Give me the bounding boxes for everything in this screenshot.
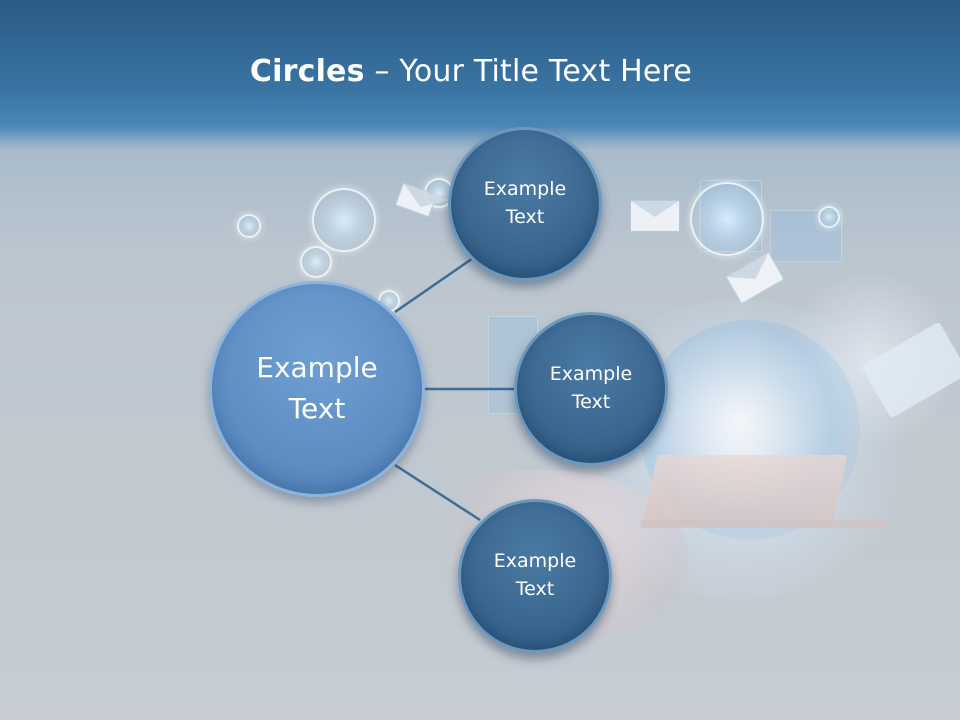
satellite-circle-label: Example Text [549,363,633,413]
title-bold-word: Circles [249,54,365,89]
tech-ring-icon [300,246,332,278]
center-circle-label: Example Text [256,351,378,425]
laptop-base-graphic [640,520,890,528]
tech-ring-icon [818,206,840,228]
envelope-icon [630,200,680,232]
tech-ring-icon [312,188,376,252]
satellite-circle-top[interactable]: Example Text [448,127,602,281]
connector-line-bottom [394,463,481,522]
satellite-circle-label: Example Text [483,178,567,228]
tech-ring-icon [237,214,261,238]
satellite-circle-label: Example Text [493,550,577,600]
satellite-circle-bottom[interactable]: Example Text [458,499,612,653]
connector-line-top [394,254,477,314]
center-circle[interactable]: Example Text [209,281,425,497]
satellite-circle-middle[interactable]: Example Text [514,312,668,466]
tech-ring-icon [690,182,764,256]
title-rest: – Your Title Text Here [364,54,693,89]
slide-title: Circles – Your Title Text Here [0,54,951,89]
